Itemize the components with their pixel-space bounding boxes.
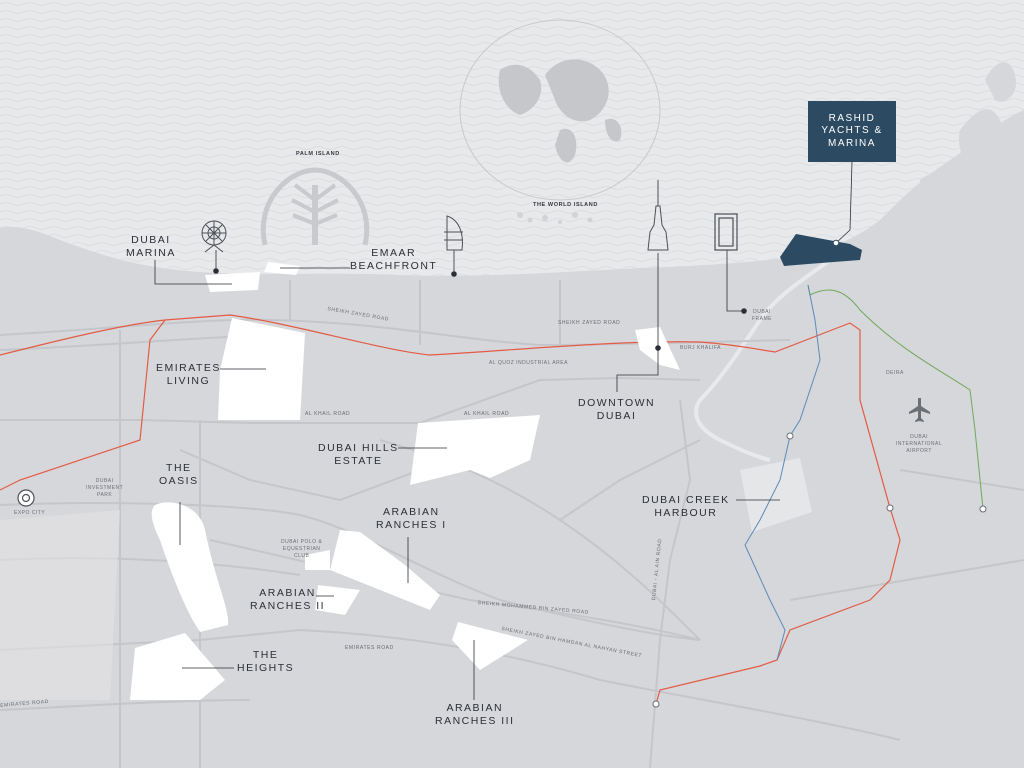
label-line: THE [166, 462, 192, 474]
palm-island-icon [260, 167, 370, 246]
red-metro-line [0, 314, 901, 705]
leader-lines [154, 161, 853, 700]
label-line: RANCHES I [376, 519, 447, 531]
world-globe-icon [459, 19, 661, 201]
label-line: EMIRATES [156, 362, 221, 374]
label-line: INTERNATIONAL [896, 441, 943, 447]
label-line: DUBAI CREEK [642, 494, 730, 506]
expo-city-icon [17, 489, 35, 507]
the-heights-block [130, 633, 225, 700]
the-oasis-block [151, 502, 229, 632]
green-metro-line [807, 284, 984, 510]
arabian-ranches-ii-block [315, 585, 360, 615]
arabian-ranches-iii-block [452, 622, 528, 670]
road-label: EMIRATES ROAD [345, 645, 394, 651]
metro-stations [652, 432, 987, 708]
red-metro-line-branch [0, 319, 166, 491]
label-line: LIVING [166, 375, 211, 387]
highlight-line-2: YACHTS & [821, 125, 883, 137]
investment-park-label: DUBAI INVESTMENT PARK [86, 478, 123, 499]
deira-label: DEIRA [886, 370, 904, 376]
label-line: FRAME [752, 316, 772, 322]
label-line: AIRPORT [906, 448, 932, 454]
downtown-dubai-label: DOWNTOWN DUBAI [578, 397, 655, 423]
deira-islands [920, 62, 1016, 202]
emaar-beachfront-label: EMAAR BEACHFRONT [350, 247, 437, 273]
dubai-hills-block [410, 415, 540, 485]
expo-city-label: EXPO CITY [14, 510, 46, 516]
dubai-marina-block [205, 272, 260, 292]
leader-dots [213, 268, 747, 351]
label-line: BEACHFRONT [350, 260, 438, 272]
airport-label: DUBAI INTERNATIONAL AIRPORT [896, 434, 942, 455]
arabian-ranches-iii-label: ARABIAN RANCHES III [435, 702, 515, 728]
burj-khalifa-label: BURJ KHALIFA [680, 345, 722, 351]
arabian-ranches-i-label: ARABIAN RANCHES I [376, 506, 447, 532]
label-line: DUBAI [753, 309, 771, 315]
label-line: ARABIAN [383, 506, 440, 518]
label-line: THE [252, 649, 279, 661]
label-line: OASIS [159, 475, 199, 487]
station-dot [786, 432, 794, 440]
arabian-ranches-ii-small [305, 550, 330, 570]
palm-island-label: PALM ISLAND [296, 151, 340, 157]
label-line: RANCHES III [435, 715, 515, 727]
highlight-line-3: MARINA [828, 137, 876, 149]
burj-khalifa-icon [647, 180, 669, 251]
rashid-yachts-marina-label[interactable]: RASHID YACHTS & MARINA [808, 101, 896, 162]
label-line: RANCHES II [250, 600, 326, 612]
al-quoz-label: AL QUOZ INDUSTRIAL AREA [489, 360, 568, 366]
rashid-yachts-marina-shape[interactable] [780, 234, 862, 266]
label-line: PARK [96, 492, 113, 498]
rashid-marker-dot [832, 239, 840, 247]
label-line: DOWNTOWN [578, 397, 656, 409]
label-line: ESTATE [334, 455, 383, 467]
label-line: MARINA [126, 247, 176, 259]
label-line: DUBAI POLO & [281, 539, 323, 545]
world-island-label: THE WORLD ISLAND [533, 202, 598, 208]
dubai-eye-icon [201, 220, 227, 253]
label-line: DUBAI HILLS [318, 442, 399, 454]
station-dot [979, 505, 987, 513]
dubai-hills-estate-label: DUBAI HILLS ESTATE [318, 442, 399, 468]
polo-club-label: DUBAI POLO & EQUESTRIAN CLUB [281, 539, 322, 560]
label-line: EQUESTRIAN [282, 546, 321, 552]
blue-metro-line [744, 284, 821, 661]
highlight-line-1: RASHID [828, 112, 876, 124]
arabian-ranches-ii-label: ARABIAN RANCHES II [250, 587, 325, 613]
label-line: DUBAI [910, 434, 928, 440]
dubai-frame-label: DUBAI FRAME [752, 309, 772, 323]
label-line: INVESTMENT [86, 485, 124, 491]
label-line: HARBOUR [654, 507, 718, 519]
the-oasis-label: THE OASIS [159, 462, 199, 488]
label-line: DUBAI [596, 410, 637, 422]
arabian-ranches-i-block [330, 530, 440, 610]
label-line: DUBAI [95, 478, 114, 484]
station-dot [652, 700, 660, 708]
label-line: ARABIAN [259, 587, 316, 599]
label-line: ARABIAN [446, 702, 504, 714]
the-heights-label: THE HEIGHTS [237, 649, 294, 675]
emaar-beachfront-block [264, 262, 300, 275]
dubai-marina-label: DUBAI MARINA [126, 234, 176, 260]
dubai-creek-harbour-label: DUBAI CREEK HARBOUR [642, 494, 730, 520]
world-islands [517, 212, 593, 224]
emirates-living-label: EMIRATES LIVING [156, 362, 221, 388]
dubai-creek [694, 243, 852, 462]
station-dot [886, 504, 894, 512]
label-line: EMAAR [371, 247, 417, 259]
burj-al-arab-icon [444, 215, 463, 251]
west-land-lighter [0, 510, 120, 700]
label-line: DUBAI [131, 234, 171, 246]
dubai-frame-icon [714, 213, 738, 251]
airplane-icon [909, 398, 930, 422]
creek-harbour-block [740, 458, 812, 532]
label-line: CLUB [293, 553, 310, 559]
label-line: HEIGHTS [237, 662, 295, 674]
road-label: AL KHAIL ROAD [305, 411, 351, 417]
road-label: SHEIKH ZAYED ROAD [558, 320, 621, 326]
road-label: AL KHAIL ROAD [464, 411, 510, 417]
